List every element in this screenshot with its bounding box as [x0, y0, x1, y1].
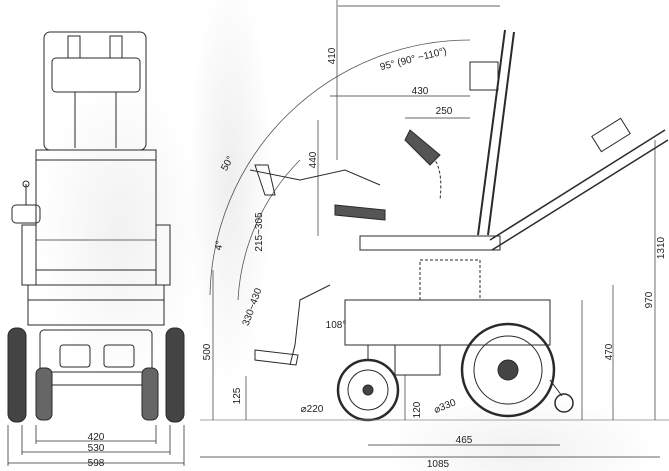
front-seat-back: [35, 149, 157, 271]
dim-front-420: 420: [88, 432, 105, 443]
side-chassis: [344, 299, 551, 346]
front-headrest-post-right: [109, 35, 123, 59]
dim-1310: 1310: [656, 236, 667, 259]
side-legrest-elevated: [249, 169, 381, 186]
dim-1085: 1085: [427, 459, 450, 470]
front-caster-right: [141, 367, 159, 421]
side-anti-tip-wheel: [554, 393, 574, 413]
dim-250: 250: [436, 106, 453, 117]
side-drive-wheel: [460, 322, 556, 418]
side-joystick-raised: [404, 129, 441, 166]
dim-465: 465: [456, 435, 473, 446]
recline-arc: [209, 39, 471, 296]
dim-500: 500: [202, 343, 213, 360]
dim-430: 430: [412, 86, 429, 97]
front-seat-base: [27, 284, 165, 326]
dim-50deg: 50°: [219, 154, 236, 173]
side-armrest: [334, 204, 386, 221]
dim-120: 120: [412, 401, 423, 418]
dim-440: 440: [308, 151, 319, 168]
side-footplate: [254, 349, 299, 366]
dim-wheel-diameter: ⌀330: [432, 397, 458, 416]
side-dimension-lines: [200, 0, 660, 458]
front-chassis: [39, 329, 153, 373]
dim-4deg: 4°: [213, 240, 225, 251]
front-caster-left: [35, 367, 53, 421]
side-backrest-upright: [477, 29, 506, 236]
dim-470: 470: [604, 343, 615, 360]
front-drive-wheel-right: [165, 327, 185, 423]
dim-410: 410: [327, 47, 338, 64]
side-backrest-reclined: [489, 129, 666, 241]
dim-330-430: 330~430: [241, 286, 265, 327]
dim-front-598: 598: [88, 458, 105, 469]
side-view: [200, 29, 669, 422]
front-armrest-left: [21, 224, 37, 286]
dim-125: 125: [232, 387, 243, 404]
side-seat: [359, 235, 501, 251]
front-drive-wheel-left: [7, 327, 27, 423]
dim-caster-diameter: ⌀220: [301, 404, 324, 415]
front-view: [7, 31, 185, 423]
dim-215-305: 215~305: [254, 212, 265, 252]
front-headrest-post-left: [67, 35, 81, 59]
side-legrest-lowered: [289, 284, 331, 366]
front-backrest: [43, 31, 147, 151]
front-dimension-lines: [7, 425, 185, 466]
front-headrest-pad: [51, 57, 141, 93]
front-armrest-right: [155, 224, 171, 286]
dim-108deg: 108°: [326, 320, 347, 331]
dim-recline-angle: 95° (90° ~110°): [379, 46, 448, 73]
dim-970: 970: [644, 291, 655, 308]
dim-front-530: 530: [88, 443, 105, 454]
side-headrest: [469, 61, 499, 91]
